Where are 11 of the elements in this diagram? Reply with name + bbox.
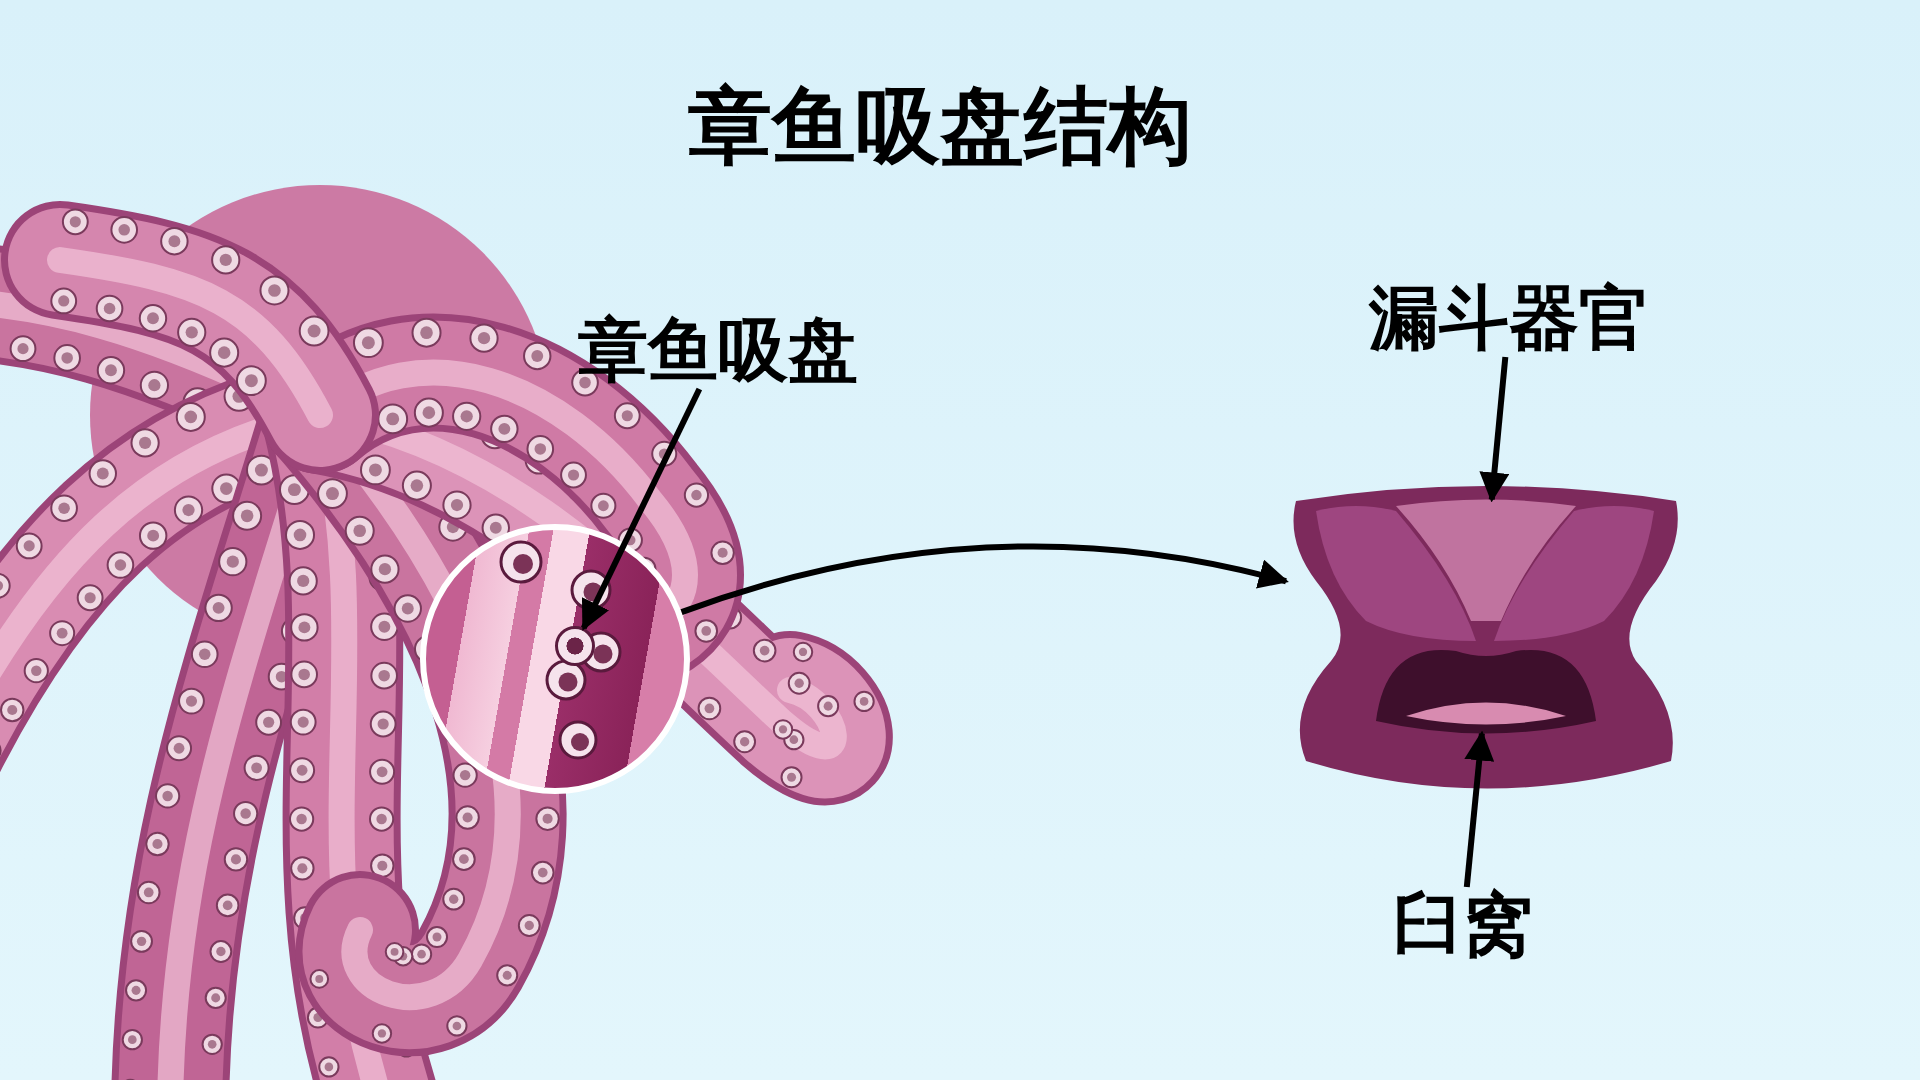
leader-line bbox=[1479, 356, 1510, 503]
leader-line bbox=[581, 387, 703, 631]
sucker-icon bbox=[555, 626, 595, 666]
leader-line bbox=[1463, 730, 1495, 888]
title: 章鱼吸盘结构 bbox=[687, 78, 1193, 175]
callout-label: 臼窝 bbox=[1393, 887, 1533, 964]
cavity-region bbox=[1376, 649, 1596, 734]
funnel-region bbox=[1396, 499, 1576, 621]
callout-label: 漏斗器官 bbox=[1369, 280, 1649, 357]
callout-label: 章鱼吸盘 bbox=[578, 312, 858, 389]
arrow bbox=[680, 543, 1289, 615]
